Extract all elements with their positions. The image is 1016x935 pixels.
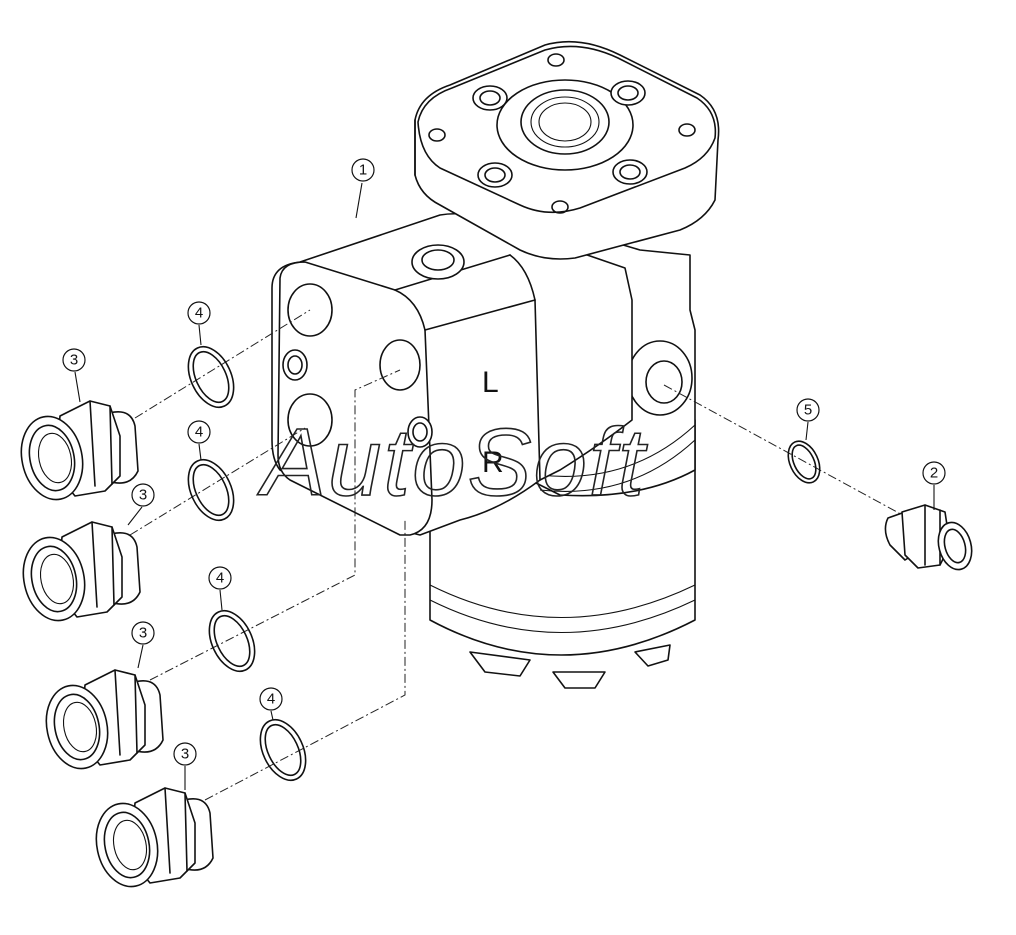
o-ring-b — [187, 458, 235, 522]
fitting-c — [45, 669, 164, 770]
assembly-axis-lines — [129, 309, 931, 801]
port-label-r: R — [482, 446, 504, 479]
callout-4b-label: 4 — [195, 424, 203, 441]
o-ring-d — [259, 718, 307, 782]
steering-unit: L R — [271, 40, 720, 689]
callout-3b: 3 — [127, 483, 155, 526]
callout-4a: 4 — [187, 301, 211, 346]
port-label-l: L — [482, 366, 499, 399]
callout-3b-label: 3 — [139, 487, 147, 504]
callout-4c: 4 — [208, 566, 232, 611]
callout-4a-label: 4 — [195, 305, 203, 322]
callout-3a-label: 3 — [70, 352, 78, 369]
watermark-text: AutoSoft — [257, 409, 648, 516]
fitting-a — [20, 400, 139, 501]
callout-3c: 3 — [131, 621, 155, 669]
callout-3d-label: 3 — [181, 746, 189, 763]
callout-3a: 3 — [62, 348, 86, 403]
callout-1: 1 — [351, 158, 375, 219]
callout-1-label: 1 — [359, 162, 367, 179]
fitting-small — [884, 504, 973, 571]
callout-2: 2 — [922, 461, 946, 510]
callout-4d: 4 — [259, 687, 283, 721]
callout-3c-label: 3 — [139, 625, 147, 642]
fitting-b — [22, 521, 141, 622]
callout-3d: 3 — [173, 742, 197, 790]
callout-2-label: 2 — [930, 465, 938, 482]
o-ring-c — [208, 609, 256, 673]
callout-4c-label: 4 — [216, 570, 224, 587]
o-ring-a — [187, 345, 235, 409]
callout-5: 5 — [796, 398, 820, 441]
callout-4d-label: 4 — [267, 691, 275, 708]
callout-5-label: 5 — [804, 402, 812, 419]
o-ring-small — [787, 440, 821, 484]
fitting-d — [95, 787, 214, 888]
callout-4b: 4 — [187, 420, 211, 461]
